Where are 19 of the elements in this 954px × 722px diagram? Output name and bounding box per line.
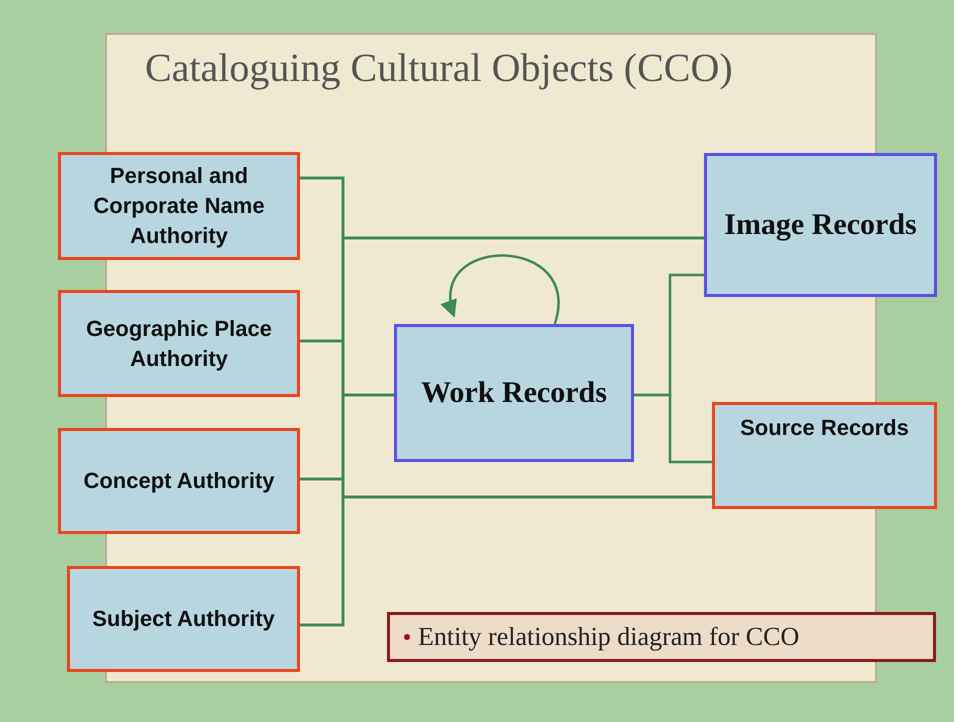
- entity-box: [712, 402, 937, 509]
- entity-name: Geographic Place Authority: [85, 314, 273, 373]
- entity-name: Source Records: [740, 414, 909, 442]
- loop-arrow: [442, 254, 560, 324]
- connector-line: [300, 496, 712, 626]
- connector-line: [634, 394, 712, 464]
- entity-box: [58, 152, 300, 260]
- entity-box: [704, 153, 937, 297]
- entity-box: [58, 428, 300, 534]
- title: Cataloguing Cultural Objects (CCO): [145, 44, 733, 91]
- caption-text: Entity relationship diagram for CCO: [418, 622, 800, 652]
- entity-name: Image Records: [724, 207, 917, 243]
- entity-name: Personal and Corporate Name Authority: [92, 162, 266, 250]
- entity-box: [58, 290, 300, 397]
- entity-box: [394, 324, 634, 462]
- entity-box: [67, 566, 300, 672]
- entity-name: Work Records: [421, 375, 607, 411]
- entity-name: Concept Authority: [83, 467, 275, 495]
- entity-name: Subject Authority: [92, 605, 275, 633]
